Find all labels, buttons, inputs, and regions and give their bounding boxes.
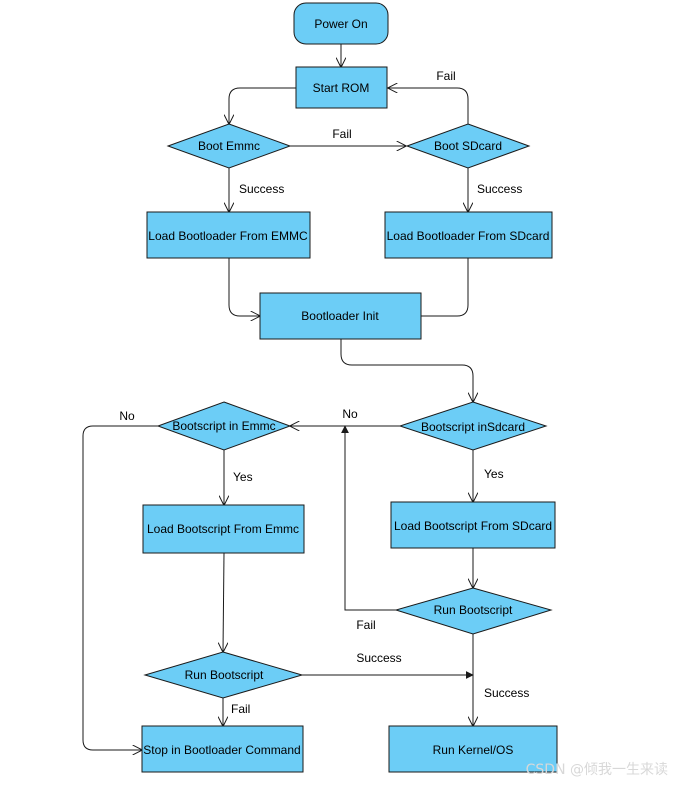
edge-loadbsemmc-run bbox=[223, 552, 224, 652]
node-load-bootscript-sdcard-label: Load Bootscript From SDcard bbox=[394, 519, 552, 533]
node-power-on-label: Power On bbox=[314, 17, 367, 31]
node-boot-emmc: Boot Emmc bbox=[166, 123, 292, 169]
label-sdcard-bs-yes: Yes bbox=[484, 467, 504, 481]
node-boot-sdcard: Boot SDcard bbox=[405, 123, 531, 169]
label-left-run-fail: Fail bbox=[231, 702, 250, 716]
node-run-bootscript-left: Run Bootscript bbox=[143, 651, 304, 699]
node-load-bootscript-emmc-label: Load Bootscript From Emmc bbox=[147, 522, 299, 536]
label-emmc-success: Success bbox=[239, 182, 284, 196]
node-bootscript-in-emmc-label: Bootscript in Emmc bbox=[172, 419, 275, 433]
label-right-run-fail: Fail bbox=[356, 618, 375, 632]
node-stop-bootloader-command-label: Stop in Bootloader Command bbox=[143, 743, 300, 757]
label-sdcard-bs-no: No bbox=[342, 407, 358, 421]
node-bootscript-in-emmc: Bootscript in Emmc bbox=[156, 401, 292, 451]
edge-bsemmc-stop bbox=[82, 425, 158, 750]
node-boot-emmc-label: Boot Emmc bbox=[198, 139, 260, 153]
node-load-bootloader-emmc: Load Bootloader From EMMC bbox=[146, 211, 311, 259]
node-load-bootloader-emmc-label: Load Bootloader From EMMC bbox=[148, 229, 308, 243]
node-bootloader-init: Bootloader Init bbox=[259, 292, 422, 340]
node-load-bootscript-sdcard: Load Bootscript From SDcard bbox=[390, 501, 556, 549]
node-bootscript-in-sdcard-label: Bootscript inSdcard bbox=[421, 420, 525, 434]
edge-loadblemmc-blinit bbox=[228, 258, 260, 316]
node-run-bootscript-right: Run Bootscript bbox=[394, 587, 553, 635]
edge-labels: Fail Fail Success Success No No Yes Yes … bbox=[119, 69, 529, 716]
node-start-rom-label: Start ROM bbox=[313, 81, 370, 95]
node-load-bootloader-sdcard: Load Bootloader From SDcard bbox=[384, 211, 553, 259]
label-emmc-bs-no: No bbox=[119, 409, 135, 423]
label-emmc-bs-yes: Yes bbox=[233, 470, 253, 484]
node-bootloader-init-label: Bootloader Init bbox=[301, 309, 379, 323]
edge-startrom-bootemmc bbox=[229, 87, 296, 124]
nodes: Power On Start ROM Boot Emmc Boot SDcard… bbox=[141, 2, 558, 773]
node-run-kernel-os: Run Kernel/OS bbox=[388, 725, 558, 773]
node-bootscript-in-sdcard: Bootscript inSdcard bbox=[398, 401, 548, 451]
node-stop-bootloader-command: Stop in Bootloader Command bbox=[141, 725, 304, 773]
node-run-kernel-os-label: Run Kernel/OS bbox=[433, 743, 514, 757]
label-right-run-success: Success bbox=[484, 686, 529, 700]
edges bbox=[82, 44, 473, 750]
edge-runright-fail bbox=[341, 425, 396, 611]
label-emmc-fail: Fail bbox=[332, 127, 351, 141]
edge-bootsdcard-startrom bbox=[388, 88, 469, 124]
watermark: CSDN @倾我一生来读 bbox=[526, 761, 668, 778]
node-power-on: Power On bbox=[293, 2, 389, 45]
node-run-bootscript-right-label: Run Bootscript bbox=[434, 603, 513, 617]
edge-loadblsdcard-blinit bbox=[421, 258, 469, 317]
label-left-run-success: Success bbox=[356, 651, 401, 665]
node-load-bootscript-emmc: Load Bootscript From Emmc bbox=[142, 504, 305, 554]
label-sdcard-success: Success bbox=[477, 182, 522, 196]
node-start-rom: Start ROM bbox=[295, 66, 388, 109]
node-load-bootloader-sdcard-label: Load Bootloader From SDcard bbox=[387, 229, 550, 243]
edge-blinit-bssdcard bbox=[340, 339, 473, 402]
node-boot-sdcard-label: Boot SDcard bbox=[434, 139, 502, 153]
label-sdcard-fail: Fail bbox=[436, 69, 455, 83]
node-run-bootscript-left-label: Run Bootscript bbox=[185, 668, 264, 682]
